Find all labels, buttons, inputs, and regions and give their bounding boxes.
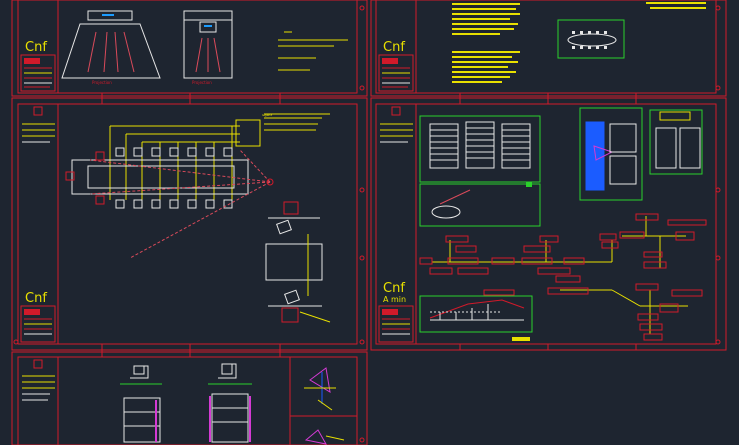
frame-markers [13,5,721,443]
section-elevation [419,295,533,341]
sheet-frames [11,0,727,445]
frame-top-right [370,0,727,97]
title-block-top-left: Cnf [20,40,56,92]
title-block-top-right: Cnf [378,40,414,92]
logo-cnf: Cnf [25,291,47,306]
screen-details [304,367,345,445]
frame-mid-left [11,97,368,351]
logo-cnf: Cnf [383,281,405,296]
chair-details [120,363,252,443]
svg-text:Projection: Projection [192,80,212,85]
sheet-subtitle: A min [383,295,406,304]
logo-cnf: Cnf [383,40,405,55]
svg-text:legend: legend [262,113,272,117]
notes-text-top-left [278,31,348,71]
title-block-bottom-left [22,359,55,401]
auditorium-seating-plan [419,107,703,227]
conference-room-plan: legend [65,113,331,323]
frame-top-left [11,0,368,97]
frame-bottom-left [11,351,368,445]
mini-conference-table [557,19,625,59]
svg-text:Projection: Projection [92,80,112,85]
title-block-mid-left: Cnf [20,106,56,343]
projection-diagram-wide: Projection [61,10,161,85]
projection-diagram-narrow: Projection [183,10,233,85]
flow-chart [419,213,707,341]
title-block-mid-right: Cnf A min [378,106,414,343]
logo-cnf: Cnf [25,40,47,55]
notes-text-top-right [452,2,706,83]
